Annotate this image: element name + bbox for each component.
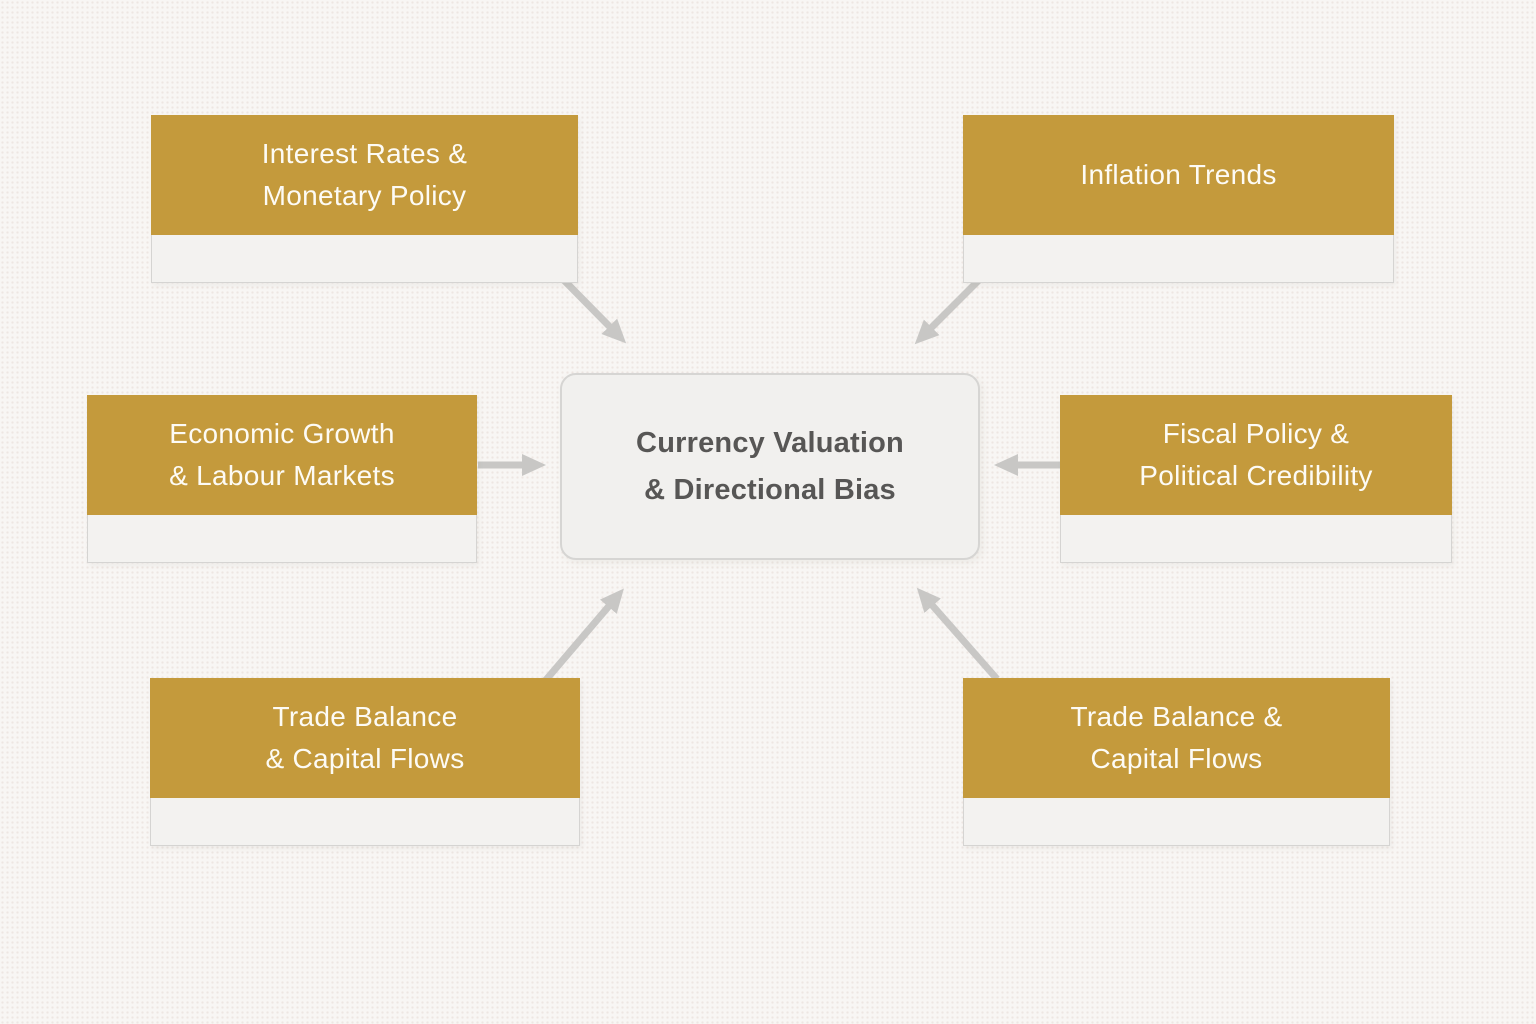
center-node-label: Currency Valuation & Directional Bias xyxy=(636,426,904,506)
node-trade-balance-capital-flows-right: Trade Balance & Capital Flows xyxy=(963,678,1390,846)
node-strip xyxy=(963,235,1394,283)
arrow-trade-balance-left-to-center xyxy=(542,588,624,684)
node-trade-balance-capital-flows-left: Trade Balance & Capital Flows xyxy=(150,678,580,846)
node-panel: Interest Rates & Monetary Policy xyxy=(151,115,578,235)
node-strip xyxy=(1060,515,1452,563)
node-panel: Economic Growth & Labour Markets xyxy=(87,395,477,515)
node-economic-growth-labour-markets: Economic Growth & Labour Markets xyxy=(87,395,477,563)
node-panel: Inflation Trends xyxy=(963,115,1394,235)
node-inflation-trends: Inflation Trends xyxy=(963,115,1394,283)
node-panel: Trade Balance & Capital Flows xyxy=(963,678,1390,798)
node-label: Trade Balance & Capital Flows xyxy=(1070,701,1283,774)
node-strip xyxy=(963,798,1390,846)
node-fiscal-policy-political-credibility: Fiscal Policy & Political Credibility xyxy=(1060,395,1452,563)
node-label: Interest Rates & Monetary Policy xyxy=(261,138,468,211)
node-currency-valuation-center: Currency Valuation & Directional Bias xyxy=(560,373,980,560)
node-label: Economic Growth & Labour Markets xyxy=(169,418,395,491)
node-panel: Fiscal Policy & Political Credibility xyxy=(1060,395,1452,515)
node-panel: Trade Balance & Capital Flows xyxy=(150,678,580,798)
arrow-trade-balance-right-to-center xyxy=(916,587,1000,682)
node-strip xyxy=(151,235,578,283)
node-interest-rates-monetary-policy: Interest Rates & Monetary Policy xyxy=(151,115,578,283)
node-label: Fiscal Policy & Political Credibility xyxy=(1139,418,1373,491)
node-label: Trade Balance & Capital Flows xyxy=(265,701,465,774)
node-label: Inflation Trends xyxy=(1080,159,1277,190)
node-strip xyxy=(150,798,580,846)
node-strip xyxy=(87,515,477,563)
